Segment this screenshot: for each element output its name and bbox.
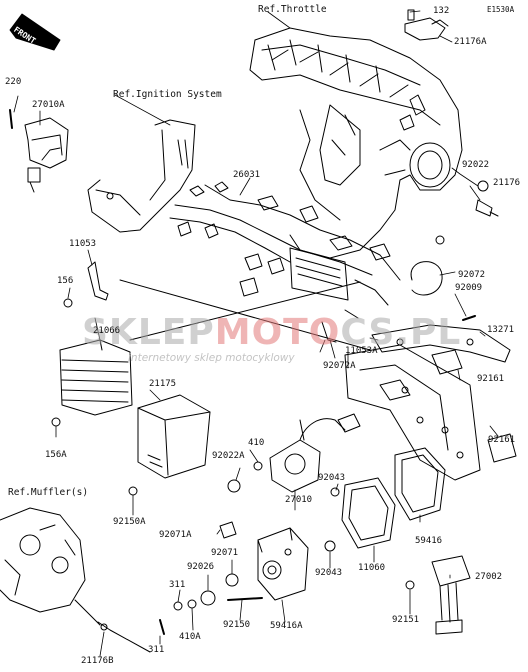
damper-92161-drawing <box>431 349 517 463</box>
part-label-92150: 92150 <box>223 620 251 630</box>
part-label-11060: 11060 <box>358 563 386 573</box>
front-arrow-icon <box>9 13 61 51</box>
actuator-59416a-drawing <box>227 527 309 601</box>
clamp-92072-drawing <box>410 261 443 296</box>
part-label-11053A: 11053A <box>345 346 378 356</box>
watermark-subtitle: internetowy sklep motocyklowy <box>128 352 295 364</box>
part-label-220: 220 <box>5 77 22 87</box>
part-label-92072: 92072 <box>458 270 486 280</box>
ignition-bracket-drawing <box>87 119 196 233</box>
part-label-92161-upper: 92161 <box>477 374 505 384</box>
part-label-92026: 92026 <box>187 562 215 572</box>
watermark-logo: SKLEPMOTOCS.PL <box>82 312 461 353</box>
watermark-right: CS.PL <box>340 312 462 353</box>
washer-410-drawing <box>227 461 263 493</box>
screws-311-drawing <box>159 599 197 635</box>
ref-throttle-label: Ref.Throttle <box>258 4 327 15</box>
part-label-59416A: 59416A <box>270 621 303 631</box>
part-label-21176B: 21176B <box>81 656 114 666</box>
sensor-21176a-drawing <box>404 9 449 41</box>
part-label-26031: 26031 <box>233 170 261 180</box>
plate-11053a-drawing <box>344 344 481 481</box>
sensor-27010-drawing <box>269 413 361 493</box>
part-label-27010A: 27010A <box>32 100 65 110</box>
part-label-92009: 92009 <box>455 283 483 293</box>
part-label-11053: 11053 <box>69 239 97 249</box>
watermark-middle: MOTO <box>214 312 341 353</box>
part-label-92043-lower: 92043 <box>315 568 343 578</box>
bracket-13271-drawing <box>371 324 511 363</box>
part-label-410A: 410A <box>179 632 201 642</box>
part-label-92150A: 92150A <box>113 517 146 527</box>
throttle-body-drawing <box>249 27 463 259</box>
watermark-left: SKLEP <box>82 312 215 353</box>
bracket-11053-drawing <box>63 261 109 308</box>
leader-lines <box>13 10 499 657</box>
wiring-harness-drawing <box>169 181 401 343</box>
part-label-21066: 21066 <box>93 326 121 336</box>
part-label-92043-upper: 92043 <box>318 473 346 483</box>
part-label-92022: 92022 <box>462 160 490 170</box>
part-label-156: 156 <box>57 276 74 286</box>
ecu-21175-drawing <box>128 394 211 496</box>
part-label-92072A: 92072A <box>323 361 356 371</box>
part-label-92022A: 92022A <box>212 451 245 461</box>
part-label-92151: 92151 <box>392 615 420 625</box>
mounting-rail-drawing <box>119 279 371 351</box>
part-label-27010: 27010 <box>285 495 313 505</box>
part-label-21176: 21176 <box>493 178 521 188</box>
bolt-92009-drawing <box>462 315 476 321</box>
coil-27010a-drawing <box>9 109 69 193</box>
part-label-21175: 21175 <box>149 379 177 389</box>
part-label-92161-lower: 92161 <box>488 435 516 445</box>
duct-59416-drawing <box>324 447 446 552</box>
part-label-27002: 27002 <box>475 572 503 582</box>
part-label-21176A: 21176A <box>454 37 487 47</box>
part-label-156A: 156A <box>45 450 67 460</box>
part-label-13271: 13271 <box>487 325 515 335</box>
part-label-410: 410 <box>248 438 265 448</box>
part-label-92071A: 92071A <box>159 530 192 540</box>
part-label-132: 132 <box>433 6 450 16</box>
part-label-59416: 59416 <box>415 536 443 546</box>
part-label-311-lower: 311 <box>148 645 165 655</box>
diagram-code: E1530A <box>487 5 515 14</box>
sensor-27002-drawing <box>405 555 471 635</box>
part-label-311-upper: 311 <box>169 580 186 590</box>
ref-muffler-label: Ref.Muffler(s) <box>8 487 89 498</box>
ref-ignition-label: Ref.Ignition System <box>113 89 222 100</box>
part-label-92071: 92071 <box>211 548 239 558</box>
muffler-drawing <box>0 507 151 653</box>
